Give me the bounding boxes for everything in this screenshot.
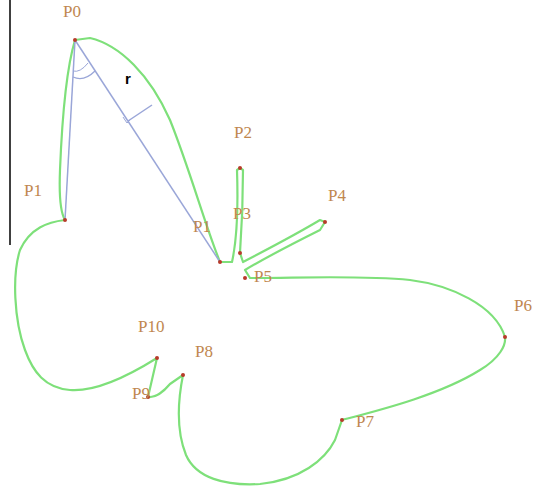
chord-line [75, 40, 220, 262]
point-label: P10 [138, 318, 164, 335]
angle-arc [73, 63, 88, 71]
point-label: P5 [254, 268, 272, 285]
point-label: P1 [193, 218, 211, 235]
perpendicular-line [128, 105, 152, 121]
point-label: P2 [234, 124, 252, 141]
right-angle-mark [123, 117, 131, 123]
point-label: P1 [24, 182, 42, 199]
frame-line [9, 0, 11, 245]
angle-arc [73, 71, 95, 79]
radius-label: r [125, 71, 131, 86]
point-label: P4 [328, 187, 346, 204]
butterfly-outline [15, 38, 505, 484]
point-label: P8 [195, 343, 213, 360]
point-label: P6 [514, 297, 532, 314]
point-label: P7 [356, 413, 374, 430]
point-label: P9 [132, 385, 150, 402]
point-label: P0 [63, 3, 81, 20]
point-markers [63, 38, 507, 422]
point-label: P3 [233, 205, 251, 222]
radius-line [65, 40, 75, 220]
